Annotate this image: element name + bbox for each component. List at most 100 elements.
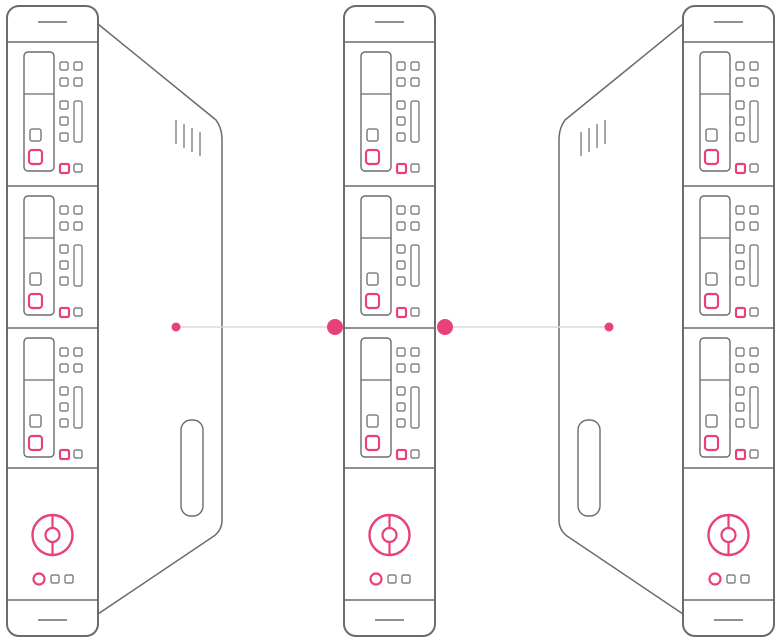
drive-carrier bbox=[23, 195, 55, 316]
port bbox=[396, 100, 406, 110]
status-led bbox=[58, 448, 71, 461]
port bbox=[73, 363, 83, 373]
port bbox=[410, 307, 420, 317]
port bbox=[59, 402, 69, 412]
drive-button bbox=[364, 148, 381, 166]
port bbox=[59, 132, 69, 142]
drive-latch bbox=[366, 414, 379, 428]
port bbox=[396, 418, 406, 428]
port bbox=[396, 61, 406, 71]
port bbox=[73, 77, 83, 87]
drive-carrier bbox=[699, 51, 731, 172]
indicator bbox=[740, 574, 750, 584]
indicator bbox=[387, 574, 397, 584]
port bbox=[735, 116, 745, 126]
drive-carrier bbox=[23, 337, 55, 458]
port bbox=[735, 244, 745, 254]
port bbox=[735, 77, 745, 87]
port bbox=[396, 116, 406, 126]
power-led bbox=[708, 572, 722, 586]
connection-node-center-right bbox=[437, 319, 453, 335]
drive-carrier bbox=[360, 51, 392, 172]
drive-button bbox=[703, 292, 720, 310]
status-led bbox=[395, 448, 408, 461]
drive-button bbox=[703, 148, 720, 166]
drive-latch bbox=[366, 128, 379, 142]
port bbox=[73, 221, 83, 231]
port bbox=[749, 163, 759, 173]
connection-node-right bbox=[604, 322, 614, 332]
slot bbox=[749, 100, 759, 143]
port bbox=[73, 61, 83, 71]
indicator bbox=[401, 574, 411, 584]
port bbox=[735, 61, 745, 71]
port bbox=[396, 260, 406, 270]
indicator bbox=[64, 574, 74, 584]
power-led bbox=[369, 572, 383, 586]
handle-slot bbox=[180, 419, 204, 517]
server-center bbox=[343, 5, 436, 637]
drive-button bbox=[364, 434, 381, 452]
port bbox=[735, 363, 745, 373]
server-left-side bbox=[97, 23, 223, 615]
port bbox=[59, 276, 69, 286]
drive-latch bbox=[29, 128, 42, 142]
port bbox=[59, 244, 69, 254]
drive-button bbox=[27, 148, 44, 166]
side-panel bbox=[558, 23, 684, 615]
indicator bbox=[50, 574, 60, 584]
side-panel bbox=[97, 23, 223, 615]
drive-button bbox=[27, 292, 44, 310]
port bbox=[59, 418, 69, 428]
drive-carrier bbox=[23, 51, 55, 172]
port bbox=[735, 386, 745, 396]
status-led bbox=[734, 162, 747, 175]
port bbox=[735, 402, 745, 412]
port bbox=[59, 205, 69, 215]
port bbox=[735, 100, 745, 110]
port bbox=[749, 363, 759, 373]
port bbox=[59, 77, 69, 87]
port bbox=[410, 221, 420, 231]
port bbox=[735, 347, 745, 357]
server-right-side bbox=[558, 23, 684, 615]
status-led bbox=[734, 306, 747, 319]
port bbox=[410, 347, 420, 357]
server-left bbox=[6, 5, 99, 637]
slot bbox=[410, 386, 420, 429]
drive-carrier bbox=[360, 337, 392, 458]
port bbox=[749, 449, 759, 459]
slot bbox=[73, 100, 83, 143]
port bbox=[735, 260, 745, 270]
port bbox=[73, 205, 83, 215]
port bbox=[59, 61, 69, 71]
drive-latch bbox=[29, 272, 42, 286]
port bbox=[396, 363, 406, 373]
port bbox=[73, 347, 83, 357]
port bbox=[396, 386, 406, 396]
port bbox=[749, 205, 759, 215]
port bbox=[749, 307, 759, 317]
drive-carrier bbox=[360, 195, 392, 316]
handle-slot bbox=[577, 419, 601, 517]
port bbox=[59, 100, 69, 110]
drive-carrier bbox=[699, 195, 731, 316]
port bbox=[410, 61, 420, 71]
port bbox=[396, 347, 406, 357]
status-led bbox=[58, 306, 71, 319]
port bbox=[749, 347, 759, 357]
connection-node-left bbox=[171, 322, 181, 332]
slot bbox=[73, 244, 83, 287]
port bbox=[59, 363, 69, 373]
slot bbox=[410, 100, 420, 143]
port bbox=[396, 244, 406, 254]
drive-button bbox=[364, 292, 381, 310]
port bbox=[410, 205, 420, 215]
port bbox=[735, 221, 745, 231]
status-led bbox=[395, 162, 408, 175]
slot bbox=[73, 386, 83, 429]
port bbox=[73, 307, 83, 317]
drive-carrier bbox=[699, 337, 731, 458]
port bbox=[59, 347, 69, 357]
